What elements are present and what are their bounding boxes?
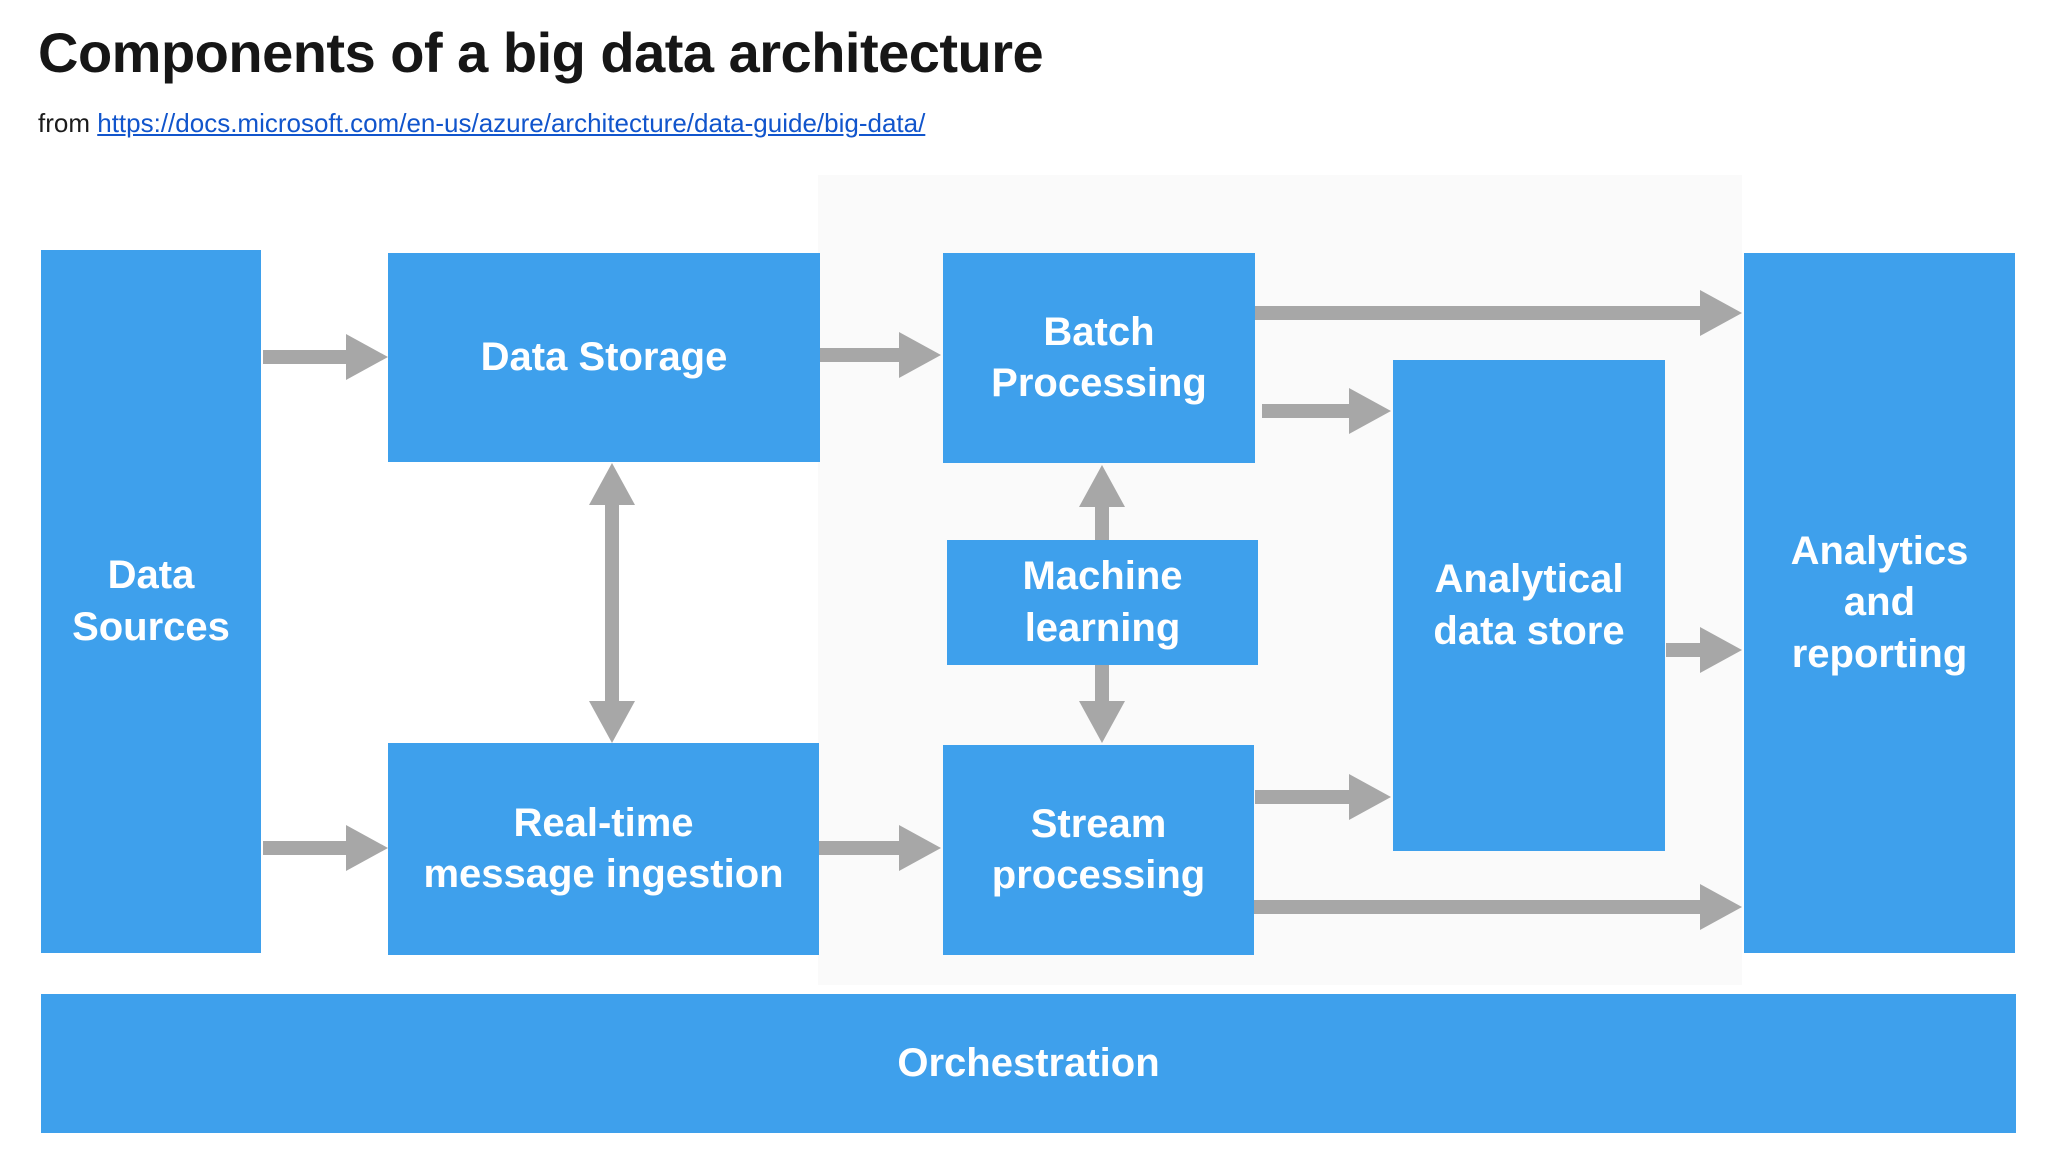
node-label: Data Storage bbox=[480, 334, 728, 379]
node-batch-processing: Batch Processing bbox=[943, 253, 1255, 463]
node-analytical-data-store: Analytical data store bbox=[1393, 360, 1665, 851]
node-data-storage: Data Storage bbox=[388, 253, 820, 462]
node-label: Stream processing bbox=[991, 801, 1206, 897]
source-link[interactable]: https://docs.microsoft.com/en-us/azure/a… bbox=[97, 108, 926, 138]
node-data-sources: Data Sources bbox=[41, 250, 261, 953]
source-line: from https://docs.microsoft.com/en-us/az… bbox=[38, 108, 925, 139]
node-realtime-message-ingestion: Real-time message ingestion bbox=[388, 743, 819, 955]
node-label: Real-time message ingestion bbox=[423, 800, 784, 896]
node-label: Batch Processing bbox=[991, 309, 1207, 405]
node-label: Data Sources bbox=[72, 553, 230, 649]
node-machine-learning: Machine learning bbox=[947, 540, 1258, 665]
source-prefix: from bbox=[38, 108, 90, 138]
node-label: Analytics and reporting bbox=[1790, 529, 1969, 676]
node-label: Machine learning bbox=[1022, 554, 1183, 650]
arrow-data-sources-to-realtime-ingestion bbox=[263, 825, 388, 871]
node-label: Analytical data store bbox=[1433, 557, 1625, 653]
node-stream-processing: Stream processing bbox=[943, 745, 1254, 955]
node-analytics-and-reporting: Analytics and reporting bbox=[1744, 253, 2015, 953]
arrow-data-storage-realtime-bidirectional bbox=[589, 463, 635, 743]
arrow-data-sources-to-data-storage bbox=[263, 334, 388, 380]
page-title: Components of a big data architecture bbox=[38, 21, 1044, 84]
node-orchestration: Orchestration bbox=[41, 994, 2016, 1133]
node-label: Orchestration bbox=[897, 1040, 1160, 1085]
